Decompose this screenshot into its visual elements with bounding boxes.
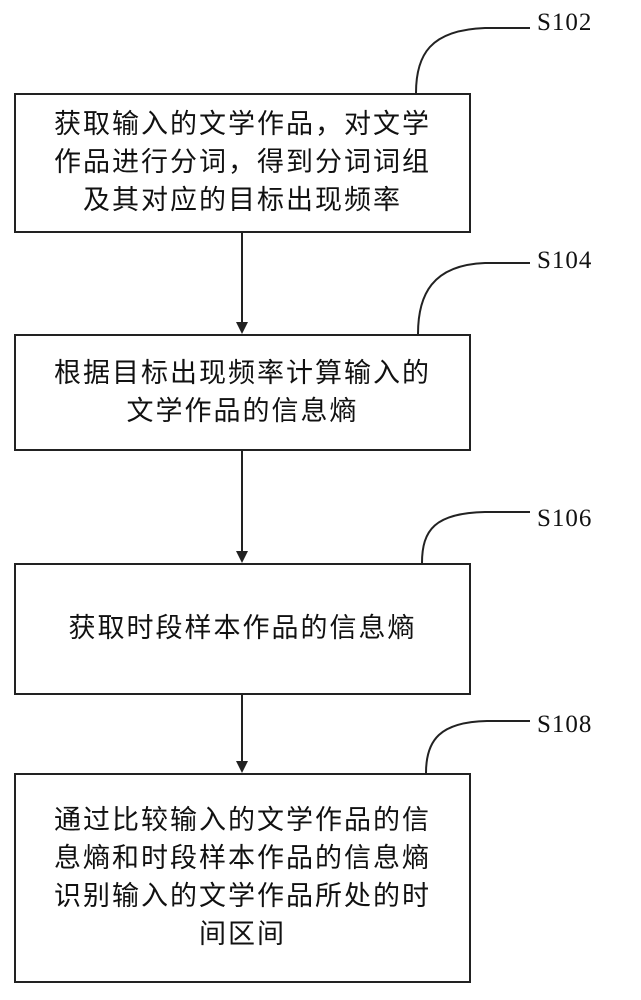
- step-text-line: 作品进行分词，得到分词词组: [54, 144, 431, 182]
- step-box-s108: 通过比较输入的文学作品的信 息熵和时段样本作品的信息熵 识别输入的文学作品所处的…: [14, 773, 471, 983]
- step-box-s106: 获取时段样本作品的信息熵: [14, 563, 471, 695]
- step-text-line: 根据目标出现频率计算输入的: [54, 355, 431, 393]
- step-text-line: 识别输入的文学作品所处的时: [54, 878, 431, 916]
- step-text-line: 及其对应的目标出现频率: [83, 182, 402, 220]
- step-label-s104: S104: [537, 247, 592, 275]
- leader-line-4: [426, 721, 530, 773]
- step-text-line: 文学作品的信息熵: [127, 393, 359, 431]
- step-text-line: 间区间: [199, 916, 286, 954]
- step-text-line: 获取输入的文学作品，对文学: [54, 106, 431, 144]
- step-label-s102: S102: [537, 9, 592, 37]
- step-box-s102: 获取输入的文学作品，对文学 作品进行分词，得到分词词组 及其对应的目标出现频率: [14, 93, 471, 233]
- step-label-s106: S106: [537, 505, 592, 533]
- step-label-s108: S108: [537, 711, 592, 739]
- step-text-line: 通过比较输入的文学作品的信: [54, 802, 431, 840]
- leader-line-2: [418, 263, 530, 334]
- leader-line-3: [422, 512, 530, 563]
- leader-line-1: [416, 28, 530, 93]
- step-text-line: 获取时段样本作品的信息熵: [69, 610, 417, 648]
- step-box-s104: 根据目标出现频率计算输入的 文学作品的信息熵: [14, 334, 471, 451]
- step-text-line: 息熵和时段样本作品的信息熵: [54, 840, 431, 878]
